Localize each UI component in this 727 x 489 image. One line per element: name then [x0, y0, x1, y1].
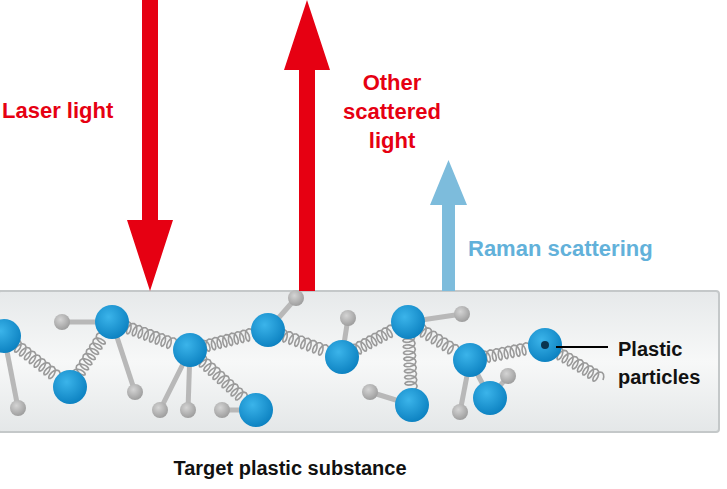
particle-atom — [239, 393, 273, 427]
substance-bar — [0, 291, 719, 432]
small-atom — [10, 400, 26, 416]
spring-bond — [277, 330, 329, 355]
particle-atom — [173, 333, 207, 367]
particle-atom — [453, 343, 487, 377]
spring-bond — [200, 329, 254, 353]
small-atom — [127, 384, 143, 400]
raman-label: Raman scattering — [468, 235, 718, 262]
spring-bond — [195, 355, 247, 400]
spring-bond — [403, 333, 417, 391]
laser-arrow — [127, 0, 173, 291]
particle-atom — [95, 305, 129, 339]
particle-atom — [528, 328, 562, 362]
small-atom — [340, 310, 356, 326]
small-atom — [500, 368, 516, 384]
substance-band: Target plastic substance — [0, 291, 719, 432]
small-atom — [54, 314, 70, 330]
leader-line — [556, 346, 608, 348]
particle-atom — [251, 313, 285, 347]
laser-label: Laser light — [2, 97, 142, 124]
spring-bond — [480, 343, 531, 364]
particles-label: Plastic particles — [618, 335, 722, 391]
particle-atom — [53, 370, 87, 404]
molecule-chain — [0, 290, 604, 427]
small-atom — [452, 404, 468, 420]
particle-atom — [0, 319, 21, 353]
raman-arrow — [430, 160, 467, 291]
spring-bond — [121, 322, 177, 349]
scattered-label: Other scattered light — [330, 68, 454, 155]
small-atom — [288, 290, 304, 306]
small-atom — [214, 402, 230, 418]
small-atom — [152, 402, 168, 418]
pointer-dot — [541, 341, 549, 349]
band-caption: Target plastic substance — [110, 457, 470, 480]
particle-atom — [473, 381, 507, 415]
small-atom — [362, 384, 378, 400]
particle-atom — [325, 340, 359, 374]
small-atom — [454, 306, 470, 322]
small-atom — [180, 402, 196, 418]
particle-atom — [395, 388, 429, 422]
scattered-arrow — [284, 0, 330, 291]
particle-atom — [391, 305, 425, 339]
